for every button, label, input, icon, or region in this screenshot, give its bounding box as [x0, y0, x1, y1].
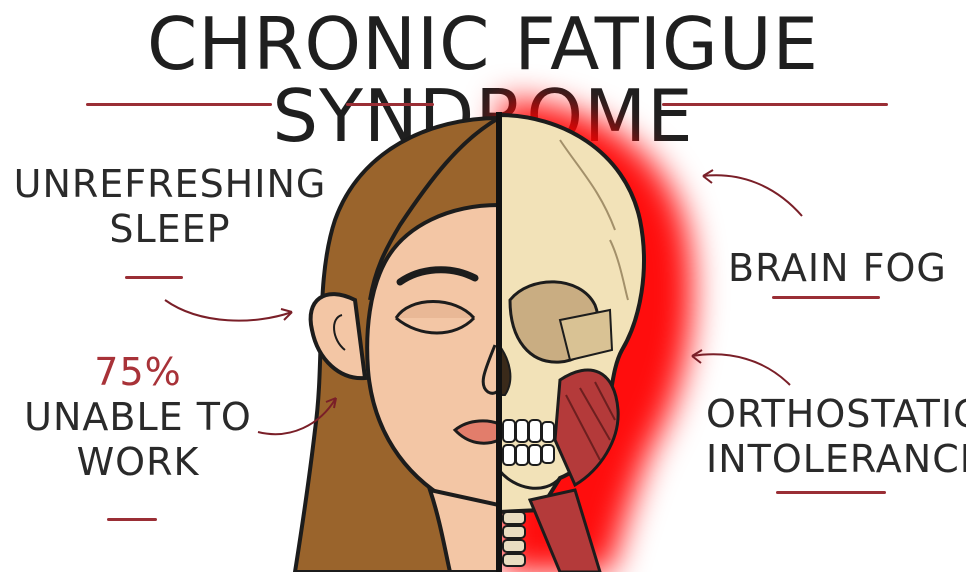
work-stat-line-1: UNABLE TO [24, 394, 252, 439]
sleep-label: UNREFRESHING SLEEP [10, 162, 330, 252]
title-underline-syndrome [662, 103, 888, 106]
work-stat-line-2: WORK [76, 439, 200, 484]
orthostatic-underline [776, 491, 886, 494]
skull-half [499, 112, 646, 572]
work-underline [107, 518, 157, 521]
orthostatic-line-1: ORTHOSTATIC [706, 392, 966, 436]
face-half [292, 115, 499, 572]
page-title: CHRONIC FATIGUE SYNDROME [146, 2, 820, 158]
brain-fog-label: BRAIN FOG [728, 246, 947, 290]
work-stat-label: 75% UNABLE TO WORK [8, 350, 268, 484]
teeth [502, 419, 555, 466]
work-stat-percent: 75% [94, 350, 182, 394]
brain-fog-underline [772, 296, 880, 299]
sleep-label-line-2: SLEEP [109, 206, 231, 251]
title-underline-chronic [86, 103, 272, 106]
orthostatic-label: ORTHOSTATIC INTOLERANCE [706, 392, 966, 482]
orthostatic-line-2: INTOLERANCE [706, 436, 966, 481]
title-underline-fatigue [346, 103, 434, 106]
sleep-label-line-1: UNREFRESHING [13, 162, 327, 206]
vertebrae [502, 511, 526, 567]
sleep-underline [125, 276, 183, 279]
